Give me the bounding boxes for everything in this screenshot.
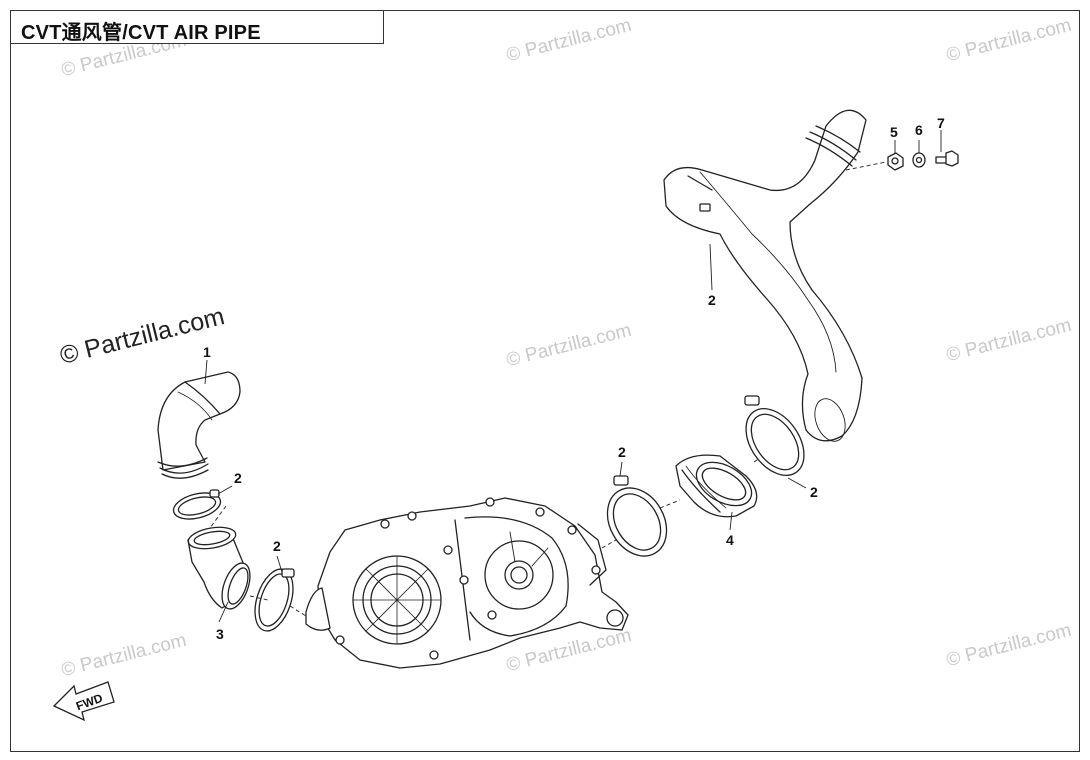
callout-4: 4 — [726, 532, 734, 548]
callout-2: 2 — [618, 444, 626, 460]
part-2-clamp-a — [172, 489, 222, 520]
title-box: CVT通风管/CVT AIR PIPE — [10, 10, 384, 44]
callout-2: 2 — [810, 484, 818, 500]
callout-2: 2 — [234, 470, 242, 486]
part-2-clamp-c — [606, 475, 668, 557]
fwd-arrow-icon: FWD — [52, 681, 115, 722]
callout-1: 1 — [203, 344, 211, 360]
leader-lines — [204, 130, 942, 623]
callout-8: 7 — [937, 115, 945, 131]
part-3-adapter-boot — [187, 526, 251, 610]
callout-5: 2 — [708, 292, 716, 308]
diagram-frame — [10, 10, 1080, 752]
part-6-nut — [887, 152, 904, 171]
part-8-bolt — [935, 150, 959, 167]
part-7-washer — [912, 152, 926, 168]
part-5-long-pipe — [663, 109, 867, 442]
part-2-clamp-b — [254, 568, 295, 632]
part-4-coupler — [675, 454, 758, 518]
callout-7: 6 — [915, 122, 923, 138]
part-1-elbow-duct — [157, 371, 241, 479]
part-2-clamp-d — [744, 395, 805, 476]
callout-6: 5 — [890, 124, 898, 140]
page-title: CVT通风管/CVT AIR PIPE — [21, 22, 261, 44]
cvt-housing-cover — [305, 497, 629, 669]
callout-3: 3 — [216, 626, 224, 642]
callout-2: 2 — [273, 538, 281, 554]
